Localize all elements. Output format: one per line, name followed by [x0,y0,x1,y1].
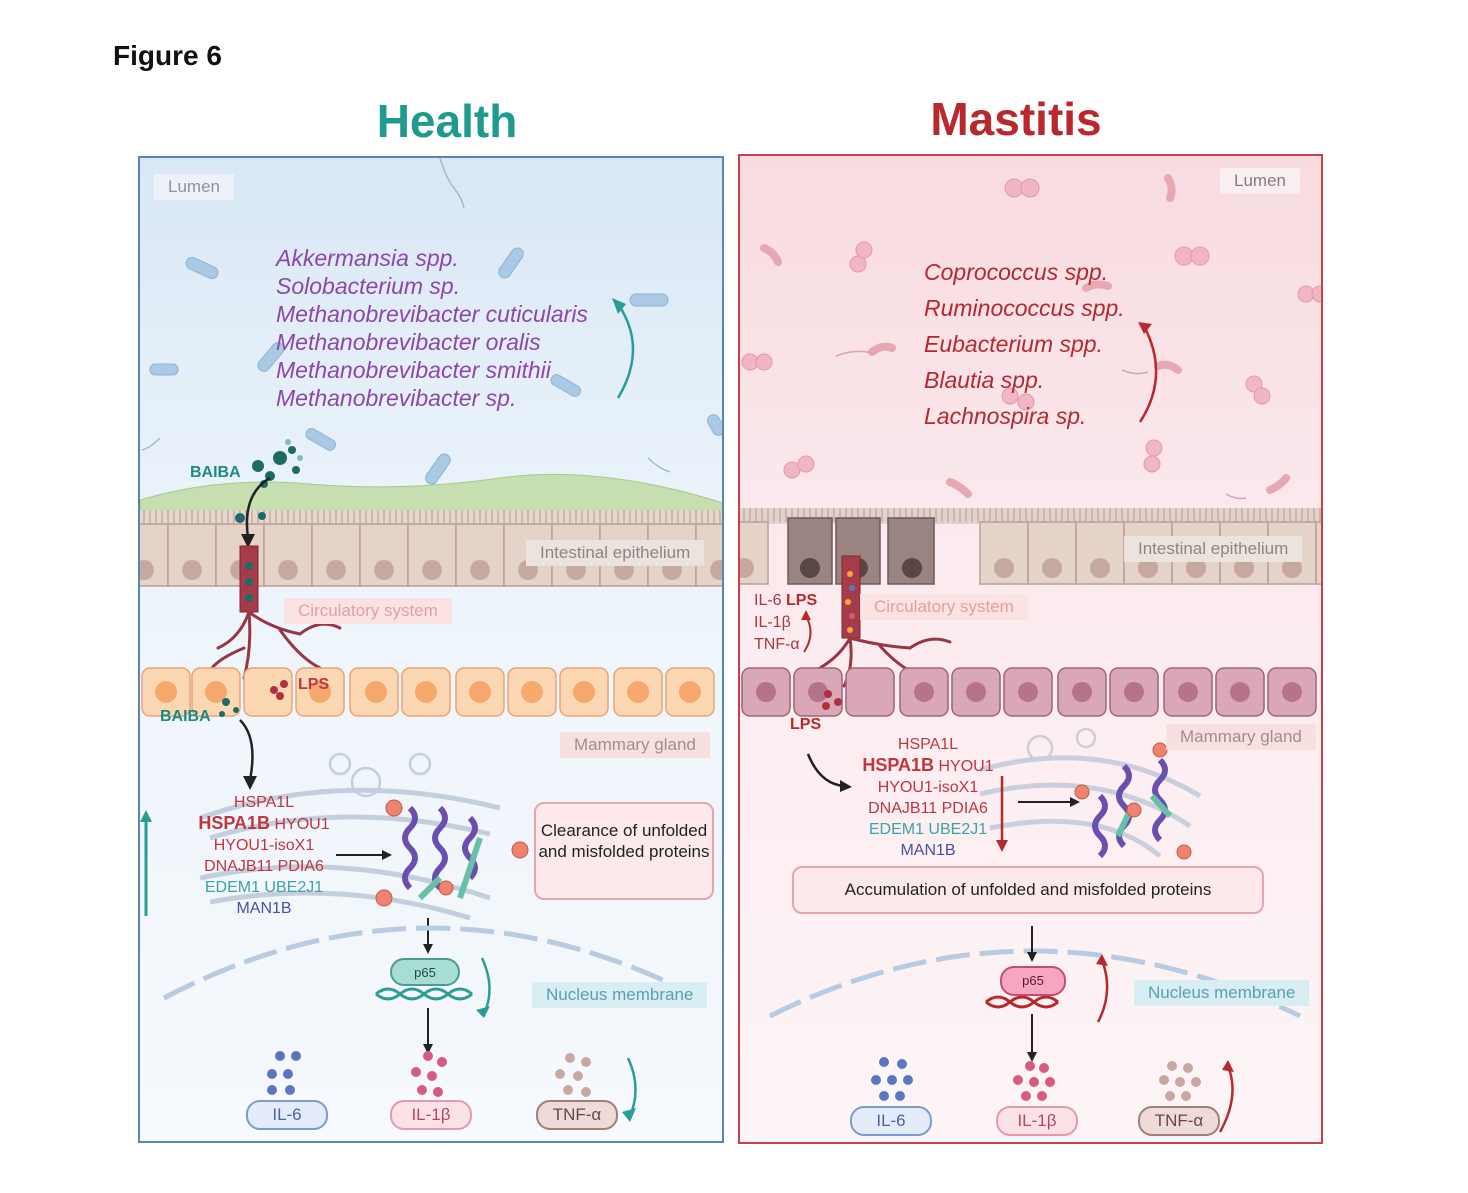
mastitis-tnfa-pill: TNF-α [1138,1106,1220,1136]
health-epithelium-tag: Intestinal epithelium [526,540,705,566]
health-gene-list: HSPA1L HSPA1B HYOU1 HYOU1-isoX1 DNAJB11 … [180,792,348,919]
health-lumen-tag: Lumen [154,174,234,200]
health-bacteria-list: Akkermansia spp. Solobacterium sp. Metha… [276,244,588,412]
health-illustration [140,158,722,1122]
mastitis-bacterium: Ruminococcus spp. [924,295,1125,321]
health-il1b-pill: IL-1β [390,1100,472,1130]
accumulation-box: Accumulation of unfolded and misfolded p… [792,866,1264,914]
mastitis-mammary-tag: Mammary gland [1166,724,1316,750]
mastitis-il6-pill: IL-6 [850,1106,932,1136]
health-baiba-top: BAIBA [190,464,241,481]
health-lps-label: LPS [298,676,330,693]
health-bacterium: Solobacterium sp. [276,273,461,299]
gene-line: EDEM1 UBE2J1 [868,821,988,838]
health-bacterium: Methanobrevibacter oralis [276,329,541,355]
gene-line: DNAJB11 PDIA6 [204,858,324,875]
mastitis-gene-list: HSPA1L HSPA1B HYOU1 HYOU1-isoX1 DNAJB11 … [844,734,1012,861]
health-circulatory-tag: Circulatory system [284,598,452,624]
figure-label: Figure 6 [113,40,222,71]
gene-line: HSPA1B HYOU1 [844,755,1012,777]
gene-bold: HSPA1B [862,755,935,775]
health-baiba-bottom: BAIBA [160,708,211,725]
mastitis-lumen-tag: Lumen [1220,168,1300,194]
mastitis-bacterium: Eubacterium spp. [924,331,1103,357]
gene-line: HYOU1-isoX1 [213,837,315,854]
mastitis-nucleus-tag: Nucleus membrane [1134,980,1310,1006]
mastitis-il6-label: IL-6 [754,592,782,609]
gene-bold: HSPA1B [198,813,271,833]
health-p65: p65 [390,958,460,986]
gene-line: HSPA1B HYOU1 [180,813,348,835]
mastitis-p65: p65 [1000,966,1066,996]
clearance-box: Clearance of unfolded and misfolded prot… [534,802,714,900]
health-bacterium: Methanobrevibacter sp. [276,385,517,411]
gene-line: EDEM1 UBE2J1 [204,879,324,896]
mastitis-il1b-pill: IL-1β [996,1106,1078,1136]
mastitis-il1b-label: IL-1β [754,614,791,631]
mastitis-inflam-line: IL-6 LPS [754,590,817,612]
health-panel: Lumen Akkermansia spp. Solobacterium sp.… [138,156,724,1143]
gene-line: HSPA1L [233,794,295,811]
gene-rest: HYOU1 [934,758,994,775]
mastitis-epithelium-tag: Intestinal epithelium [1124,536,1303,562]
gene-line: HSPA1L [897,736,959,753]
mastitis-inflammation-labels: IL-6 LPS IL-1β TNF-α [754,590,817,656]
health-bacterium: Akkermansia spp. [276,245,459,271]
mastitis-bacterium: Lachnospira sp. [924,403,1087,429]
gene-line: MAN1B [900,842,956,859]
mastitis-circulatory-tag: Circulatory system [860,594,1028,620]
mastitis-bacterium: Blautia spp. [924,367,1045,393]
mastitis-lps-label: LPS [790,716,822,733]
health-tnfa-pill: TNF-α [536,1100,618,1130]
mastitis-tnfa-label: TNF-α [754,636,800,653]
health-bacterium: Methanobrevibacter smithii [276,357,551,383]
mastitis-illustration [740,174,1321,1133]
mastitis-lps-inline: LPS [786,592,818,609]
gene-rest: HYOU1 [270,816,330,833]
mastitis-title: Mastitis [930,93,1102,145]
mastitis-bacterium: Coprococcus spp. [924,259,1109,285]
health-mammary-tag: Mammary gland [560,732,710,758]
health-nucleus-tag: Nucleus membrane [532,982,708,1008]
mastitis-panel: Lumen Coprococcus spp. Ruminococcus spp.… [738,154,1323,1144]
health-bacterium: Methanobrevibacter cuticularis [276,301,588,327]
gene-line: HYOU1-isoX1 [877,779,979,796]
health-il6-pill: IL-6 [246,1100,328,1130]
gene-line: MAN1B [236,900,292,917]
gene-line: DNAJB11 PDIA6 [868,800,988,817]
health-title: Health [376,95,518,147]
mastitis-bacteria-list: Coprococcus spp. Ruminococcus spp. Eubac… [924,254,1125,434]
